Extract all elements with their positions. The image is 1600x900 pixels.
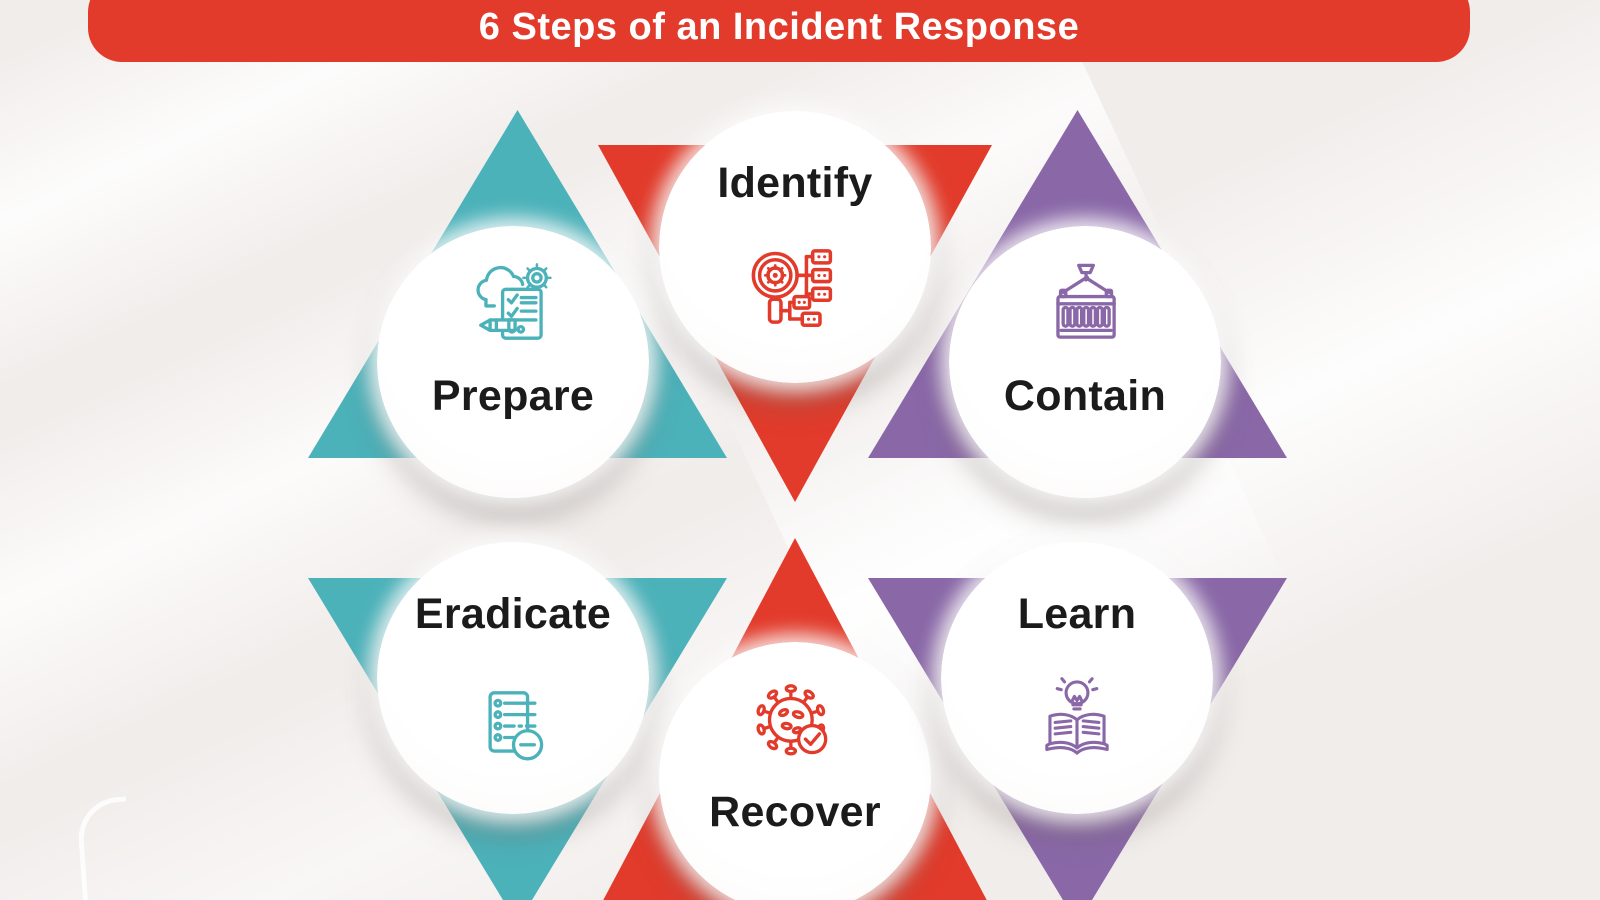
step-circle-recover: Recover — [659, 642, 931, 900]
virus-check-icon — [743, 672, 847, 776]
step-circle-prepare: Prepare — [377, 226, 649, 498]
magnifier-network-icon — [743, 241, 847, 345]
step-circle-identify: Identify — [659, 111, 931, 383]
checklist-minus-icon — [461, 672, 565, 776]
cloud-gear-checklist-icon — [461, 256, 565, 360]
step-label-contain: Contain — [1003, 372, 1167, 420]
step-label-prepare: Prepare — [431, 372, 595, 420]
step-circle-eradicate: Eradicate — [377, 542, 649, 814]
step-circle-learn: Learn — [941, 542, 1213, 814]
step-circle-contain: Contain — [949, 226, 1221, 498]
corner-ribbon-curve — [75, 796, 135, 900]
step-label-eradicate: Eradicate — [414, 590, 612, 638]
step-label-identify: Identify — [717, 159, 873, 207]
title-banner: 6 Steps of an Incident Response — [88, 0, 1470, 62]
infographic-title: 6 Steps of an Incident Response — [478, 5, 1080, 48]
step-label-recover: Recover — [709, 788, 881, 836]
book-lightbulb-icon — [1025, 672, 1129, 776]
crane-container-icon — [1033, 256, 1137, 360]
step-label-learn: Learn — [1017, 590, 1137, 638]
